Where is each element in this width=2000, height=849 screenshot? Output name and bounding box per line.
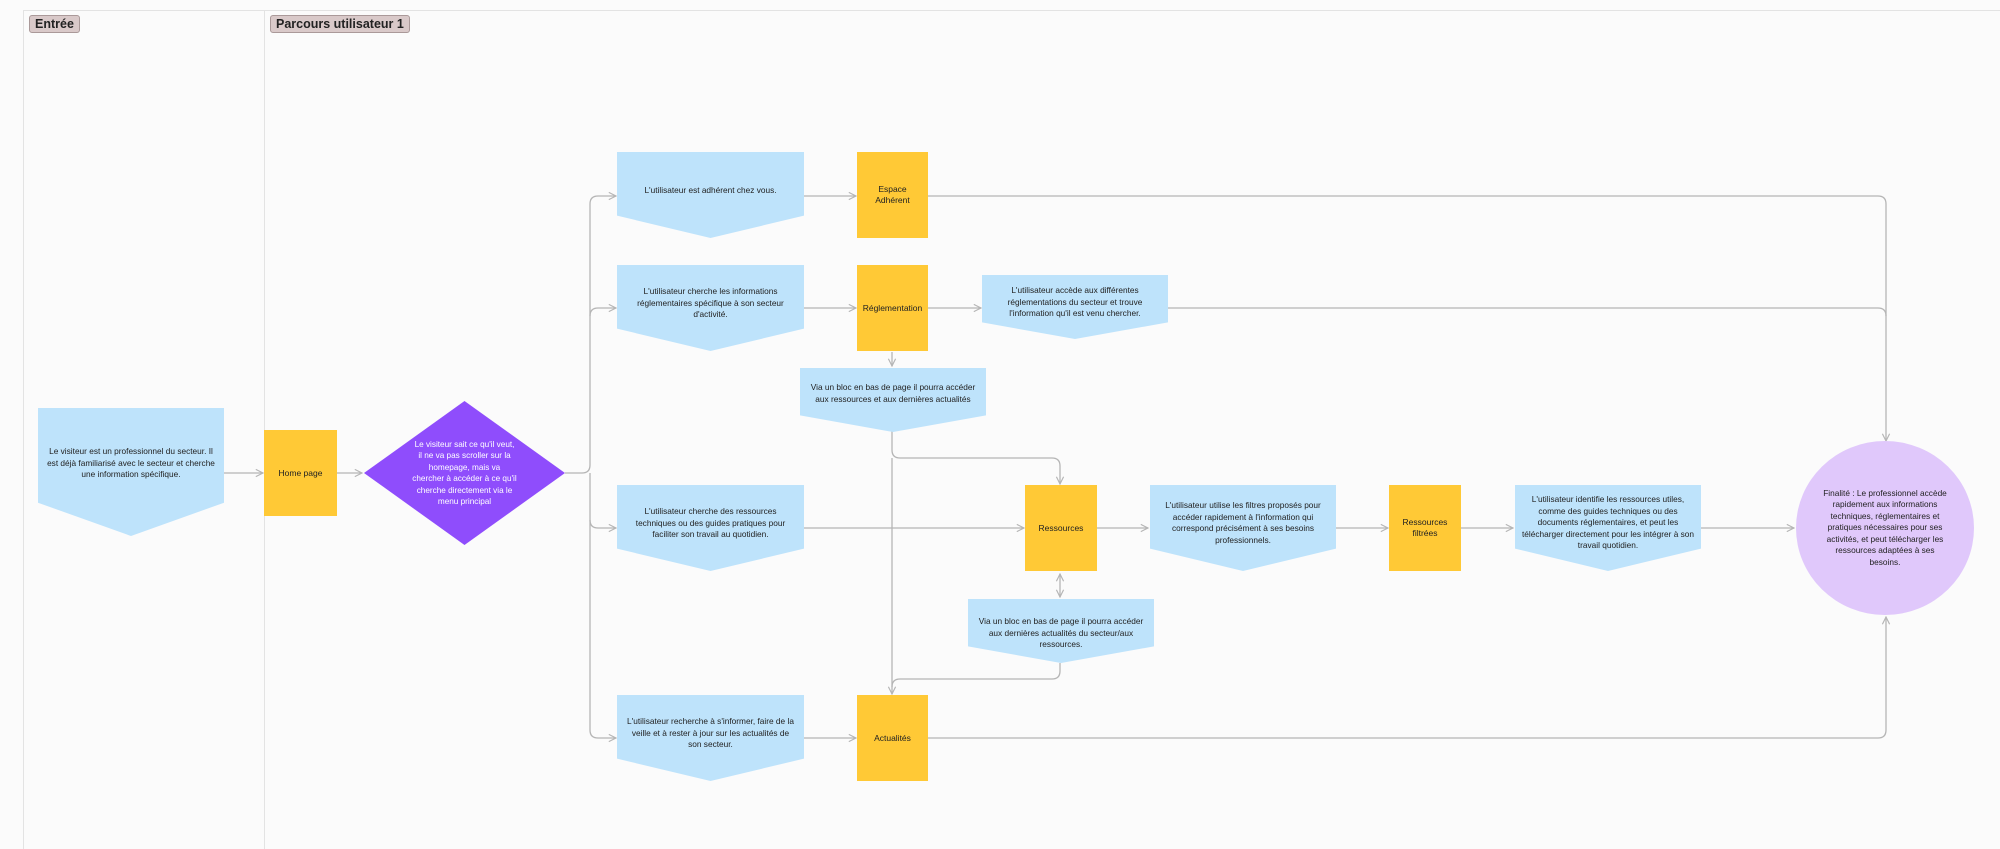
home-page-label: Home page xyxy=(278,467,323,478)
section-entree: Entrée xyxy=(23,10,264,849)
connector-bottom2-news xyxy=(891,663,1061,688)
home-page-node[interactable]: Home page xyxy=(264,430,337,516)
member-space-node[interactable]: Espace Adhérent xyxy=(857,152,928,238)
member-user-text: L'utilisateur est adhérent chez vous. xyxy=(644,185,777,195)
resources-bottom-text: Via un bloc en bas de page il pourra acc… xyxy=(978,616,1144,649)
connector-news-goal xyxy=(928,617,1886,739)
visitor-text: Le visiteur est un professionnel du sect… xyxy=(47,446,215,479)
connector-decision-resources xyxy=(589,473,616,528)
regulation-label: Réglementation xyxy=(862,302,923,313)
filtered-resources-node[interactable]: Ressources filtrées xyxy=(1389,485,1461,571)
filters-user-text: L'utilisateur utilise les filtres propos… xyxy=(1165,500,1321,545)
section-label-parcours[interactable]: Parcours utilisateur 1 xyxy=(270,15,410,33)
connector-space-goal xyxy=(928,195,1886,441)
connector-decision-member xyxy=(565,196,616,474)
regulation-bottom-text: Via un bloc en bas de page il pourra acc… xyxy=(810,382,976,404)
member-space-label: Espace Adhérent xyxy=(875,184,910,205)
resources-user-text: L'utilisateur cherche des ressources tec… xyxy=(635,506,786,539)
regulation-result-text: L'utilisateur accède aux différentes rég… xyxy=(1007,285,1143,318)
goal-text: Finalité : Le professionnel accède rapid… xyxy=(1823,487,1947,567)
resources-label: Ressources xyxy=(1038,522,1084,533)
resources-node[interactable]: Ressources xyxy=(1025,485,1097,571)
connector-result-goal xyxy=(1168,307,1887,317)
news-label: Actualités xyxy=(874,732,911,743)
section-label-entree[interactable]: Entrée xyxy=(29,15,80,33)
decision-text: Le visiteur sait ce qu'il veut, il ne va… xyxy=(412,439,517,507)
news-user-text: L'utilisateur recherche à s'informer, fa… xyxy=(627,716,794,749)
news-node[interactable]: Actualités xyxy=(857,695,928,781)
goal-circle[interactable]: Finalité : Le professionnel accède rapid… xyxy=(1796,441,1974,615)
connector-decision-regulation xyxy=(589,308,616,317)
section-parcours: Parcours utilisateur 1 xyxy=(264,10,2000,849)
connector-bottom-resources xyxy=(891,430,1060,484)
filtered-resources-label: Ressources filtrées xyxy=(1402,517,1448,538)
connector-decision-news xyxy=(589,520,616,738)
regulation-user-text: L'utilisateur cherche les informations r… xyxy=(637,286,784,319)
regulation-node[interactable]: Réglementation xyxy=(857,265,928,351)
identify-user-text: L'utilisateur identifie les ressources u… xyxy=(1521,494,1695,550)
